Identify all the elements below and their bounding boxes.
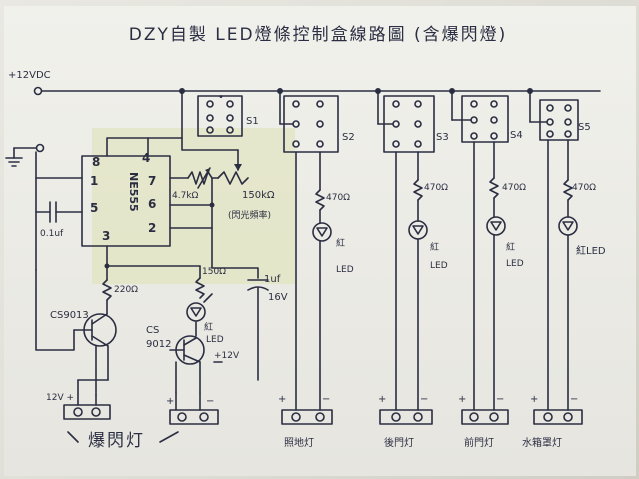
flash-output-label: 爆閃灯 xyxy=(88,431,145,451)
switch-s2-label: S2 xyxy=(342,132,355,143)
vcc-label: +12VDC xyxy=(8,70,51,81)
led2-label-a: 紅 xyxy=(430,242,439,253)
res-47k-label: 4.7kΩ xyxy=(172,191,199,201)
flash-polarity-label: 12V + xyxy=(46,393,74,403)
led-branch-1: 470Ω 紅 LED xyxy=(295,151,354,411)
ic-wiring: 0.1uf 4.7kΩ 150kΩ (閃光頻率) 1uf 16V xyxy=(35,90,288,381)
transistor-q1: 220Ω CS9013 xyxy=(35,265,138,396)
pin-6: 6 xyxy=(148,197,156,211)
out5-plus: + xyxy=(530,394,538,405)
switch-s5[interactable]: S5 xyxy=(529,90,591,141)
pin-5: 5 xyxy=(90,201,98,215)
terminal-out-4[interactable]: + − 前門灯 xyxy=(458,394,509,449)
led4-label: 紅LED xyxy=(576,245,606,257)
terminal-out-5[interactable]: + − 水箱罩灯 xyxy=(522,394,583,449)
q2-led-label-a: 紅 xyxy=(204,322,213,333)
cap-small-label: 0.1uf xyxy=(40,229,64,239)
q2-label-b: 9012 xyxy=(146,339,171,350)
out3-plus: + xyxy=(378,394,386,405)
switch-s1-label: S1 xyxy=(246,116,259,127)
q1-label: CS9013 xyxy=(50,310,89,321)
switch-s4[interactable]: S4 xyxy=(451,90,523,143)
led3-label-b: LED xyxy=(506,259,524,269)
ne555-chip: NE555 8 4 1 7 5 6 3 2 xyxy=(81,151,171,247)
out2-plus: + xyxy=(278,394,286,405)
pin-7: 7 xyxy=(148,174,156,188)
transistor-q2: 150Ω 紅 LED CS 9012 +12V xyxy=(146,265,240,393)
switch-s4-label: S4 xyxy=(510,130,523,141)
flash-arrow-right xyxy=(159,431,179,443)
led1-label-b: LED xyxy=(336,265,354,275)
led4-resistor-label: 470Ω xyxy=(572,183,596,193)
out2-minus: − xyxy=(322,394,330,405)
out4-minus: − xyxy=(496,394,504,405)
pin-1: 1 xyxy=(90,174,98,188)
out3-label: 後門灯 xyxy=(384,436,414,449)
led-branch-3: 470Ω 紅 LED xyxy=(473,141,526,411)
cap-big-voltage: 16V xyxy=(268,292,288,303)
ground-symbol xyxy=(5,143,45,271)
led2-label-b: LED xyxy=(430,261,448,271)
flash-b-minus: − xyxy=(206,396,214,407)
led-branch-2: 470Ω 紅 LED xyxy=(395,151,448,411)
q2-output-label: +12V xyxy=(214,351,240,361)
terminal-out-2[interactable]: + − 照地灯 xyxy=(278,394,333,449)
pin-8: 8 xyxy=(92,155,100,169)
pin-4: 4 xyxy=(142,151,150,165)
power-rail: +12VDC xyxy=(8,70,601,96)
out4-label: 前門灯 xyxy=(464,436,494,449)
flash-arrow-left xyxy=(67,431,79,443)
vcc-terminal xyxy=(33,86,43,96)
out5-label: 水箱罩灯 xyxy=(522,436,562,449)
switch-s3[interactable]: S3 xyxy=(377,90,449,153)
pin-2: 2 xyxy=(148,221,156,235)
switch-s3-label: S3 xyxy=(436,132,449,143)
q2-label-a: CS xyxy=(146,325,159,336)
switch-s1-dot: • xyxy=(218,92,224,103)
pin-3: 3 xyxy=(102,229,110,243)
out2-label: 照地灯 xyxy=(284,436,314,449)
ic-highlight xyxy=(92,128,295,284)
res-150k-label: 150kΩ xyxy=(242,190,275,201)
led1-label-a: 紅 xyxy=(336,238,345,249)
out3-minus: − xyxy=(420,394,428,405)
ic-name: NE555 xyxy=(127,172,140,212)
res-220-label: 220Ω xyxy=(114,285,138,295)
led1-resistor-label: 470Ω xyxy=(326,193,350,203)
out5-minus: − xyxy=(570,394,578,405)
led2-resistor-label: 470Ω xyxy=(424,183,448,193)
terminal-flash-a[interactable]: 12V + xyxy=(46,379,111,420)
switch-s1[interactable]: S1 xyxy=(197,95,259,137)
q2-led-label-b: LED xyxy=(206,335,224,345)
res-150k-note: (閃光頻率) xyxy=(228,209,271,221)
terminal-flash-b[interactable]: + − xyxy=(166,391,219,425)
led3-resistor-label: 470Ω xyxy=(502,183,526,193)
switch-s2[interactable]: S2 xyxy=(279,90,355,153)
res-150-label: 150Ω xyxy=(202,267,226,277)
terminal-out-3[interactable]: + − 後門灯 xyxy=(378,394,433,449)
diagram-title: DZY自製 LED燈條控制盒線路圖 (含爆閃燈) xyxy=(129,25,508,45)
flash-b-plus: + xyxy=(166,396,174,407)
led3-label-a: 紅 xyxy=(506,242,515,253)
led-branch-4: 470Ω 紅LED xyxy=(547,139,606,411)
out4-plus: + xyxy=(458,394,466,405)
switch-s5-label: S5 xyxy=(578,122,591,133)
cap-big-label: 1uf xyxy=(264,274,281,285)
